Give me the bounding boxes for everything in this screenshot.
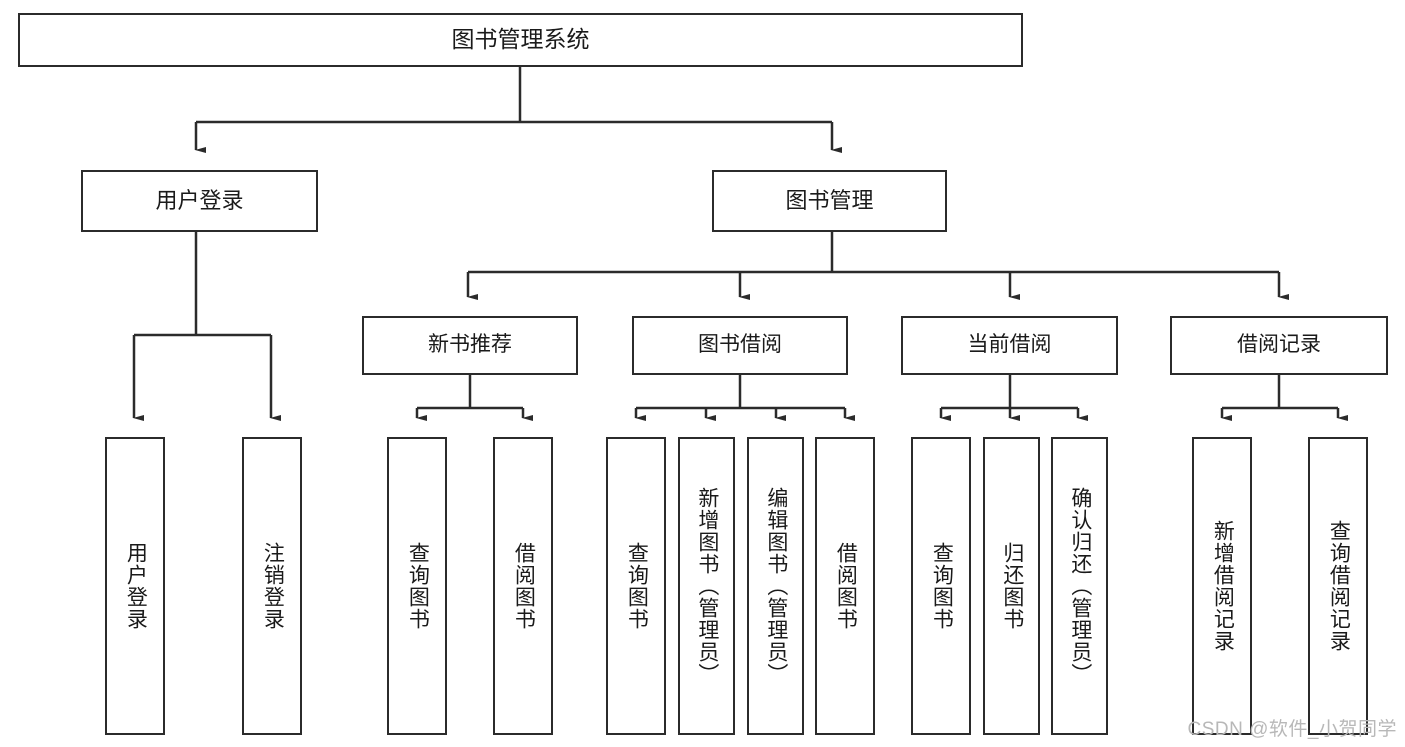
node-label: 注销登录 [261,542,285,630]
leaf-borrow-borrow-book[interactable]: 借阅图书 [815,437,875,735]
node-book-borrow[interactable]: 图书借阅 [632,316,848,375]
leaf-user-login-logout[interactable]: 注销登录 [242,437,302,735]
node-label: 图书管理 [785,188,874,214]
node-root-system[interactable]: 图书管理系统 [18,13,1023,67]
leaf-borrow-add-book-admin[interactable]: 新增图书（管理员） [678,437,735,735]
leaf-current-query-book[interactable]: 查询图书 [911,437,971,735]
leaf-borrow-edit-book-admin[interactable]: 编辑图书（管理员） [747,437,804,735]
node-label: 查询图书 [930,542,954,630]
node-label: 新增图书（管理员） [695,487,719,685]
leaf-current-confirm-return-admin[interactable]: 确认归还（管理员） [1051,437,1108,735]
node-label: 新书推荐 [428,333,512,357]
node-new-book-recommend[interactable]: 新书推荐 [362,316,578,375]
node-label: 图书借阅 [698,333,782,357]
leaf-recommend-borrow-book[interactable]: 借阅图书 [493,437,553,735]
node-label: 确认归还（管理员） [1068,487,1092,685]
leaf-user-login-login[interactable]: 用户登录 [105,437,165,735]
node-label: 归还图书 [1000,542,1024,630]
leaf-borrow-query-book[interactable]: 查询图书 [606,437,666,735]
leaf-recommend-query-book[interactable]: 查询图书 [387,437,447,735]
node-label: 编辑图书（管理员） [764,487,788,685]
node-label: 借阅图书 [834,542,858,630]
leaf-record-add-record[interactable]: 新增借阅记录 [1192,437,1252,735]
watermark: CSDN @软件_小贺同学 [1187,719,1397,740]
node-current-borrow[interactable]: 当前借阅 [901,316,1118,375]
node-label: 借阅记录 [1237,333,1321,357]
node-label: 用户登录 [124,542,148,630]
node-label: 图书管理系统 [451,26,590,53]
node-label: 新增借阅记录 [1211,520,1235,652]
leaf-record-query-record[interactable]: 查询借阅记录 [1308,437,1368,735]
node-label: 当前借阅 [967,333,1052,357]
node-label: 查询图书 [625,542,649,630]
node-user-login[interactable]: 用户登录 [81,170,318,232]
node-label: 借阅图书 [512,542,536,630]
leaf-current-return-book[interactable]: 归还图书 [983,437,1040,735]
node-label: 查询借阅记录 [1327,520,1351,652]
node-borrow-record[interactable]: 借阅记录 [1170,316,1388,375]
node-label: 查询图书 [406,542,430,630]
node-book-management[interactable]: 图书管理 [712,170,947,232]
node-label: 用户登录 [155,188,244,214]
